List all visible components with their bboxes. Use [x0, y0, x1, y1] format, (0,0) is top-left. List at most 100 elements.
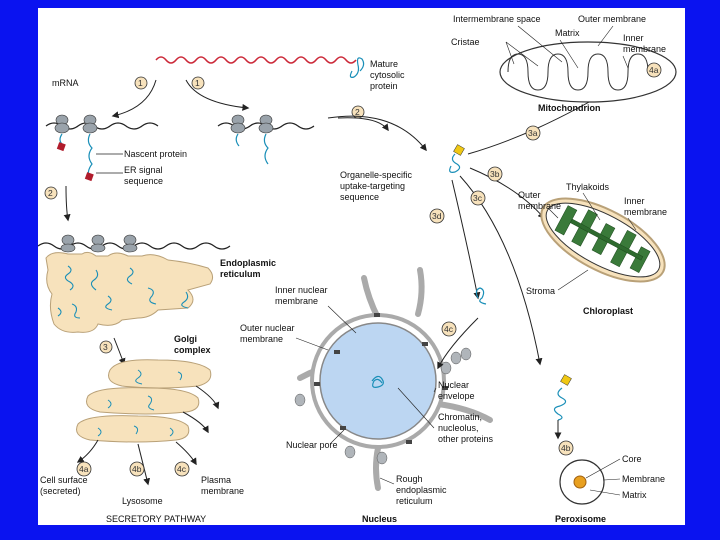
- step-4a-golgi: 4a: [79, 464, 89, 474]
- mature-label-3: protein: [370, 81, 398, 91]
- golgi-proteins: [97, 369, 183, 437]
- nucleus-label: Nucleus: [362, 514, 397, 524]
- step-4b-perox-badge: [558, 440, 574, 456]
- chl-outer-label-1: Outer: [518, 190, 541, 200]
- mrna-strand: [155, 56, 357, 64]
- perox-core-label: Core: [622, 454, 642, 464]
- chloroplast-label: Chloroplast: [583, 306, 633, 316]
- step-3c: 3c: [473, 193, 483, 203]
- chromatin-label-2: nucleolus,: [438, 423, 479, 433]
- step-4a-mito-badge: [646, 62, 662, 78]
- er-body: [45, 251, 214, 333]
- chl-outer-label-2: membrane: [518, 201, 561, 211]
- step-4c-golgi: 4c: [177, 464, 187, 474]
- lysosome-label: Lysosome: [122, 496, 163, 506]
- chromatin-label-1: Chromatin,: [438, 412, 482, 422]
- stroma-label: Stroma: [526, 286, 555, 296]
- mito-inner-label-1: Inner: [623, 33, 644, 43]
- arrow-3d: [451, 179, 481, 300]
- targeting-protein-icon: [449, 153, 461, 173]
- step-4b-golgi-badge: [129, 461, 145, 477]
- step-3-badge: [99, 340, 113, 354]
- targeting-label-3: sequence: [340, 192, 379, 202]
- step-4b-perox: 4b: [561, 443, 571, 453]
- rough-er-label-2: endoplasmic: [396, 485, 447, 495]
- step-3c-badge: [470, 190, 486, 206]
- er-label-1: Endoplasmic: [220, 258, 276, 268]
- arrow-3: [113, 337, 126, 366]
- peroxisome-core: [573, 475, 587, 489]
- step-1a: 1: [138, 78, 143, 88]
- peroxisome-label: Peroxisome: [555, 514, 606, 524]
- targeting-signal-icon: [453, 144, 465, 156]
- ribosome-right-2: [258, 114, 274, 134]
- figure-panel: mRNA 1 1 Nascent protein ER signal seque…: [38, 8, 685, 525]
- nuclear-imported-proteins: [294, 347, 472, 465]
- nuclear-pores: [314, 313, 448, 444]
- mitochondrion-label: Mitochondrion: [538, 103, 601, 113]
- outer-membrane-label: Outer membrane: [578, 14, 646, 24]
- step-3d: 3d: [432, 211, 442, 221]
- targeting-label-1: Organelle-specific: [340, 170, 413, 180]
- step-1a-badge: [134, 76, 148, 90]
- arrow-3c: [459, 175, 543, 366]
- step-2a: 2: [48, 188, 53, 198]
- er-signal-1: [56, 142, 66, 152]
- chl-inner-label-2: membrane: [624, 207, 667, 217]
- step-3a-badge: [525, 125, 541, 141]
- step-1b-badge: [191, 76, 205, 90]
- perox-signal-icon: [560, 374, 572, 386]
- er-signal-label-2: sequence: [124, 176, 163, 186]
- step-2a-badge: [44, 186, 58, 200]
- perox-membrane-label: Membrane: [622, 474, 665, 484]
- outer-nuclear-label-1: Outer nuclear: [240, 323, 295, 333]
- step-3: 3: [103, 342, 108, 352]
- arrow-1a: [111, 79, 157, 119]
- arrow-to-targeting: [327, 115, 427, 152]
- step-4a-golgi-badge: [76, 461, 92, 477]
- nucleus-interior: [319, 322, 437, 440]
- step-4c-golgi-badge: [174, 461, 190, 477]
- protein-sorting-diagram: mRNA 1 1 Nascent protein ER signal seque…: [38, 14, 677, 524]
- er-signal-label-1: ER signal: [124, 165, 163, 175]
- outer-nuclear-label-2: membrane: [240, 334, 283, 344]
- thylakoid-stacks: [554, 205, 651, 273]
- intermembrane-label: Intermembrane space: [453, 14, 541, 24]
- er-proteins: [57, 265, 189, 319]
- arrow-3b: [469, 167, 545, 220]
- perox-protein-icon: [553, 387, 567, 421]
- nuclear-envelope-label-2: envelope: [438, 391, 475, 401]
- ribosome-right-1: [230, 114, 246, 134]
- er-ribosomes: [60, 234, 138, 253]
- targeting-label-2: uptake-targeting: [340, 181, 405, 191]
- arrow-2a: [63, 185, 71, 222]
- chl-inner-label-1: Inner: [624, 196, 645, 206]
- thylakoids-label: Thylakoids: [566, 182, 610, 192]
- arrow-4c-golgi: [175, 441, 197, 466]
- inner-nuclear-label-1: Inner nuclear: [275, 285, 328, 295]
- step-4a-mito: 4a: [649, 65, 659, 75]
- er-label-2: reticulum: [220, 269, 261, 279]
- step-3d-badge: [429, 208, 445, 224]
- plasma-label-2: membrane: [201, 486, 244, 496]
- ribosome-left-1: [54, 114, 70, 134]
- step-4b-golgi: 4b: [132, 464, 142, 474]
- mature-label-1: Mature: [370, 59, 398, 69]
- golgi-cisternae: [76, 359, 212, 443]
- cell-surface-label-2: (secreted): [40, 486, 81, 496]
- plasma-label-1: Plasma: [201, 475, 231, 485]
- nascent-label: Nascent protein: [124, 149, 187, 159]
- mito-inner-label-2: membrane: [623, 44, 666, 54]
- step-4c-nuc: 4c: [444, 324, 454, 334]
- cell-surface-label-1: Cell surface: [40, 475, 88, 485]
- er-signal-2: [84, 172, 94, 182]
- matrix-label: Matrix: [555, 28, 580, 38]
- inner-nuclear-label-2: membrane: [275, 296, 318, 306]
- step-1b: 1: [195, 78, 200, 88]
- golgi-label-2: complex: [174, 345, 211, 355]
- step-3b-badge: [487, 166, 503, 182]
- arrow-4a-golgi: [76, 439, 99, 463]
- ribosome-left-2: [82, 114, 98, 134]
- step-2b: 2: [355, 107, 360, 117]
- arrow-1b: [185, 79, 250, 111]
